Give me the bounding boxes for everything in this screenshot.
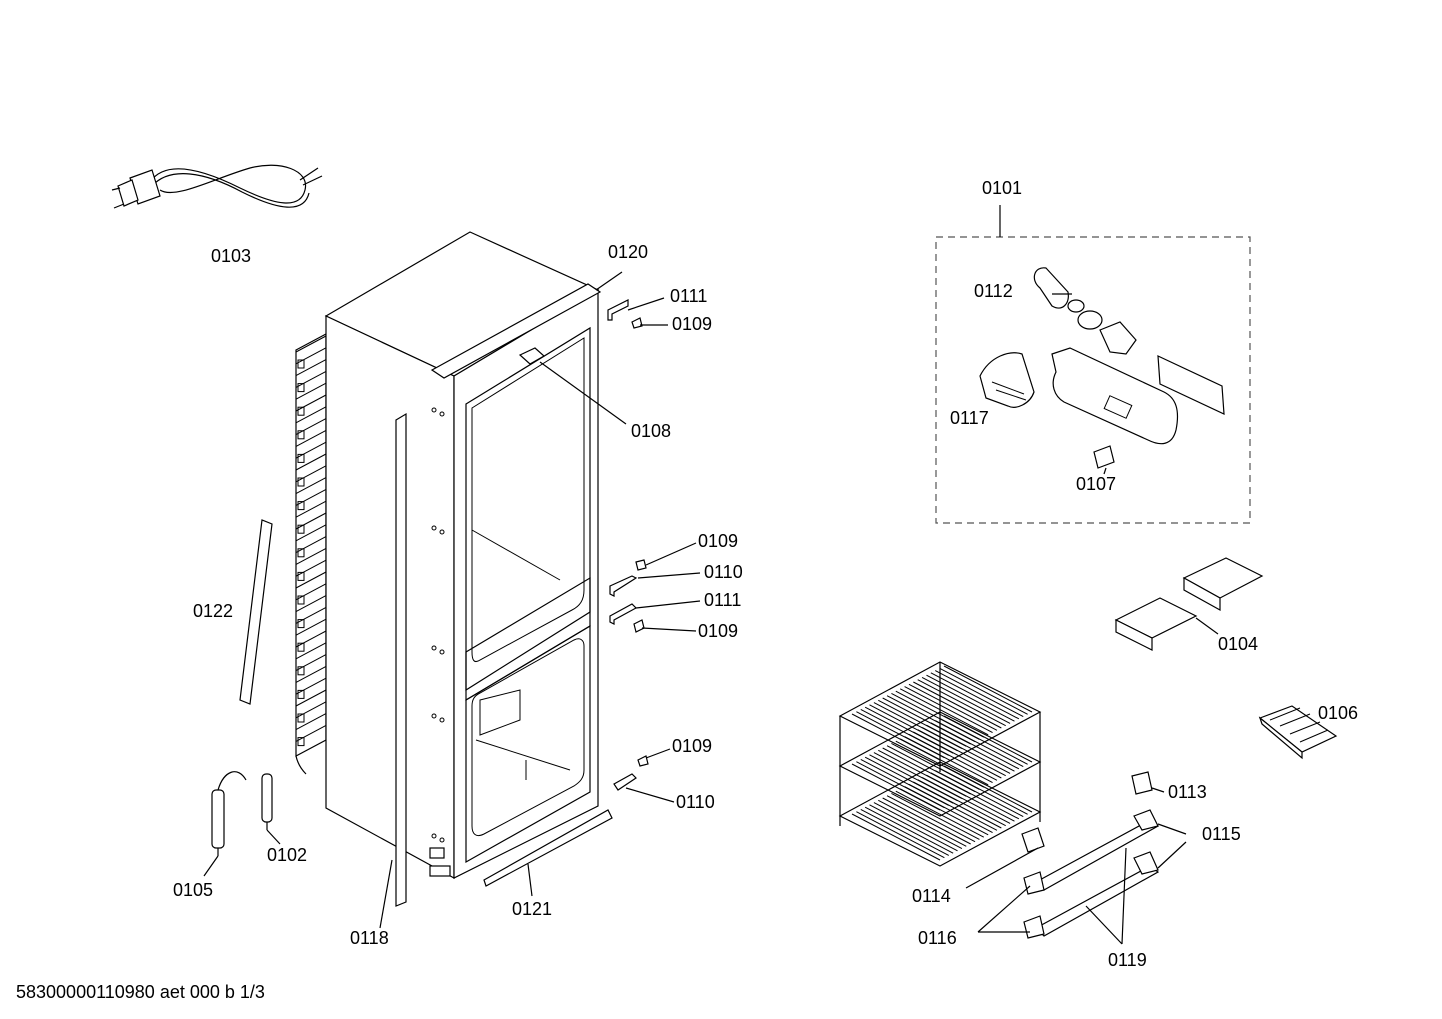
label-0116: 0116 <box>918 928 957 948</box>
label-0105: 0105 <box>173 880 213 900</box>
label-0109-bottom: 0109 <box>672 736 712 756</box>
label-0118: 0118 <box>350 928 389 948</box>
cover-0117-part <box>979 352 1035 408</box>
label-0112: 0112 <box>974 281 1013 301</box>
label-0111-mid: 0111 <box>704 590 741 610</box>
strip-0122-part <box>239 519 273 705</box>
hinge-bracket-bottom-part <box>613 755 649 791</box>
trim-strip-0118-part <box>395 412 407 907</box>
ice-pack-0104-part <box>1114 557 1264 651</box>
label-0121: 0121 <box>512 899 552 919</box>
label-0102: 0102 <box>267 845 307 865</box>
label-0115: 0115 <box>1202 824 1241 844</box>
label-0109-mid-upper: 0109 <box>698 531 738 551</box>
control-panel-part <box>1157 355 1225 415</box>
light-housing-part <box>1051 347 1179 445</box>
label-0109-mid-lower: 0109 <box>698 621 738 641</box>
wire-shelves-part <box>838 661 1042 867</box>
label-0106: 0106 <box>1318 703 1358 723</box>
label-0109-top: 0109 <box>672 314 712 334</box>
ice-tray-0106-part <box>1258 705 1338 760</box>
leader-lines <box>203 271 1219 945</box>
label-0103: 0103 <box>211 246 251 266</box>
rails-part <box>1021 771 1160 939</box>
sensor-0102-part <box>261 773 273 830</box>
label-0107: 0107 <box>1076 474 1116 494</box>
sensor-0105-part <box>211 771 247 856</box>
hinge-bracket-top-part <box>607 299 643 329</box>
part-labels: 0101 0102 0103 0104 0105 0106 0107 0108 … <box>173 178 1358 970</box>
bulb-0112-part <box>1033 267 1137 355</box>
label-0110-mid: 0110 <box>704 562 743 582</box>
kit-0101-box <box>935 205 1251 524</box>
label-0117: 0117 <box>950 408 989 428</box>
label-0122: 0122 <box>193 601 233 621</box>
switch-0107-part <box>1093 445 1115 469</box>
label-0111-top: 0111 <box>670 286 707 306</box>
label-0108: 0108 <box>631 421 671 441</box>
label-0120: 0120 <box>608 242 648 262</box>
condenser-part <box>295 333 327 775</box>
bottom-strip-0121-part <box>483 809 613 887</box>
label-0114: 0114 <box>912 886 951 906</box>
hinge-bracket-middle-part <box>609 559 647 633</box>
cabinet-body-part <box>324 231 602 880</box>
label-0101: 0101 <box>982 178 1022 198</box>
power-cord-part <box>111 164 323 209</box>
label-0104: 0104 <box>1218 634 1258 654</box>
label-0119: 0119 <box>1108 950 1147 970</box>
label-0113: 0113 <box>1168 782 1207 802</box>
footer-document-code: 58300000110980 aet 000 b 1/3 <box>16 982 265 1002</box>
label-0110-bottom: 0110 <box>676 792 715 812</box>
